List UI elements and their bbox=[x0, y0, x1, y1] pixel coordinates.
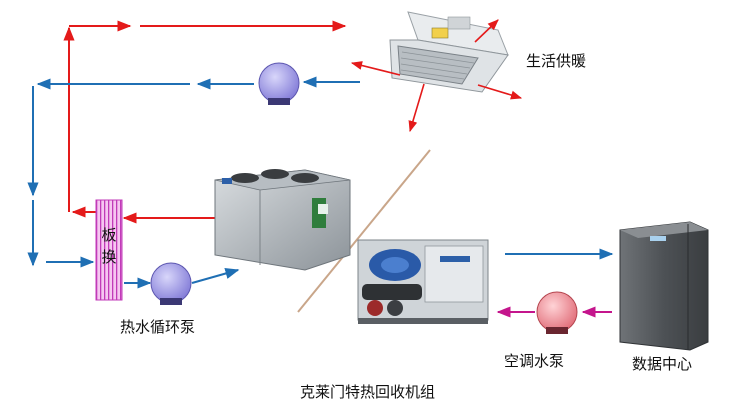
plate-hx-label-bottom: 换 bbox=[101, 248, 117, 266]
heat-recovery-unit-label: 克莱门特热回收机组 bbox=[300, 383, 436, 401]
cold-return-pipes bbox=[27, 76, 614, 289]
ac-water-pump-label: 空调水泵 bbox=[504, 352, 565, 370]
heating-label: 生活供暖 bbox=[526, 52, 587, 70]
pump-upper bbox=[258, 62, 300, 105]
air-arrow-left bbox=[350, 61, 401, 76]
hot-water-pump-label: 热水循环泵 bbox=[120, 318, 196, 336]
heat-recovery-chiller bbox=[357, 239, 489, 324]
blue-pipe-pump-to-unit bbox=[191, 268, 240, 284]
plate-hx-label-top: 板 bbox=[101, 226, 117, 244]
hot-water-pump-icon bbox=[150, 262, 192, 305]
air-arrow-down bbox=[408, 83, 425, 133]
data-center-cabinet bbox=[619, 221, 709, 351]
data-center-label: 数据中心 bbox=[632, 355, 693, 373]
divider-line bbox=[297, 149, 431, 313]
air-arrow-right bbox=[477, 84, 523, 100]
warm-air-arrows bbox=[350, 19, 523, 133]
ac-water-pump-icon bbox=[536, 291, 578, 334]
outdoor-heat-pump-unit bbox=[214, 169, 351, 271]
cassette-unit bbox=[389, 11, 509, 93]
air-arrow-up bbox=[474, 19, 499, 43]
plate-heat-exchanger bbox=[95, 199, 123, 301]
